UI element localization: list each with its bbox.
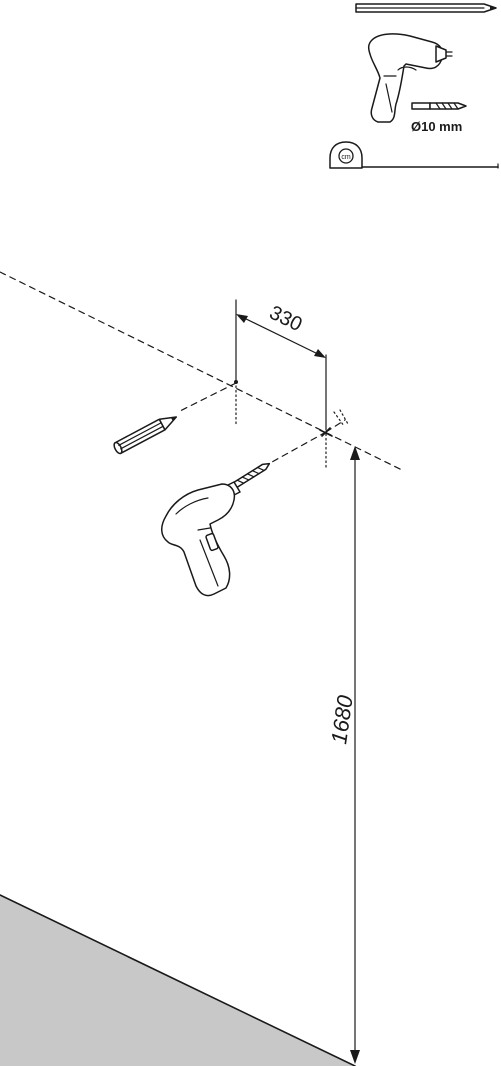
left-mark-point <box>234 380 238 384</box>
tape-measure-unit-label: cm <box>341 154 351 161</box>
drill-drilling-icon <box>161 462 271 597</box>
right-mark-point <box>319 409 349 437</box>
tick-guide-line <box>325 419 346 433</box>
floor-edge-line <box>0 894 356 1066</box>
height-dimension: 1680 <box>326 446 360 1064</box>
drill-bit-icon <box>411 102 467 110</box>
pencil-guide-line <box>177 382 237 413</box>
drill-guide-line <box>271 431 327 463</box>
height-dimension-label: 1680 <box>326 693 358 746</box>
drill-icon <box>367 33 453 123</box>
pencil-marking-icon <box>113 416 178 455</box>
tools-legend: Ø10 mm cm <box>329 3 499 169</box>
drill-bit-size-label: Ø10 mm <box>411 119 462 134</box>
horizontal-guide-line <box>0 271 405 472</box>
pencil-icon <box>355 3 497 13</box>
tape-measure-icon: cm <box>329 141 499 169</box>
